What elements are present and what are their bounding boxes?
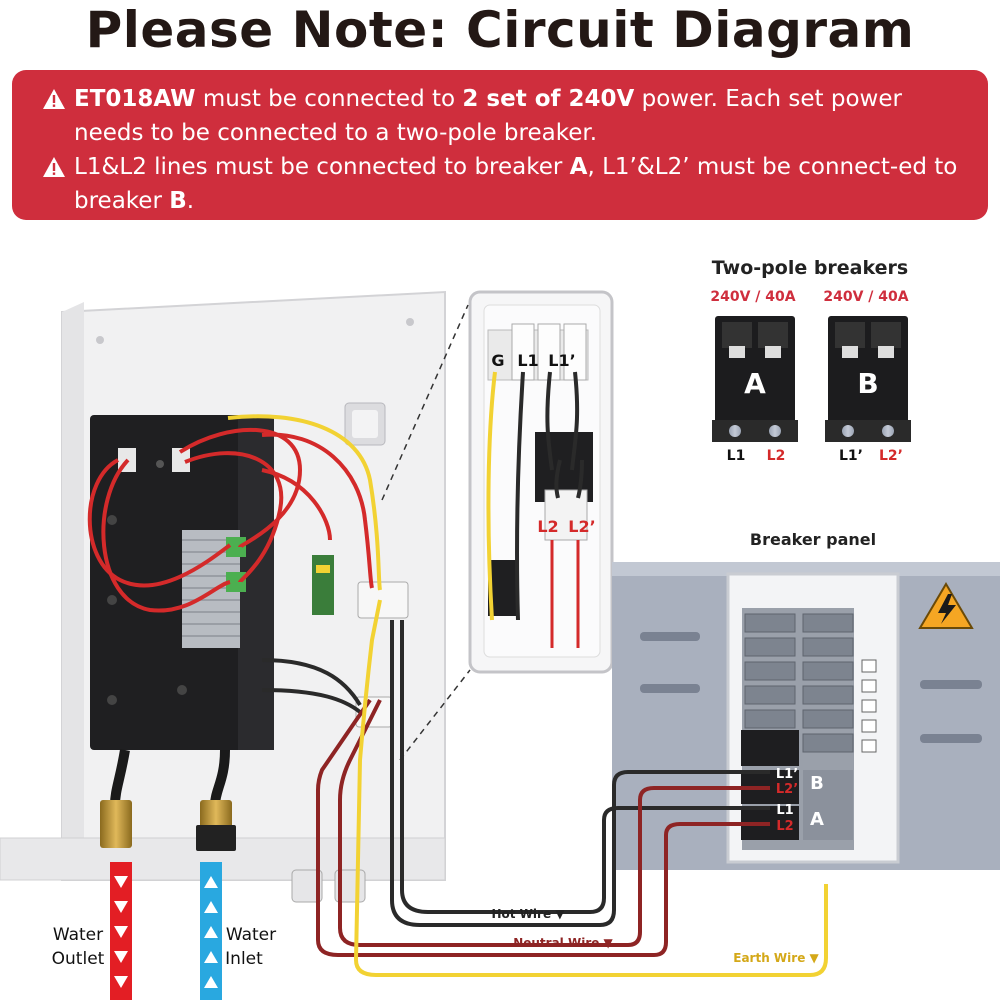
- breaker-b: B: [825, 316, 911, 442]
- power-requirement: 2 set of 240V: [462, 86, 635, 112]
- water-outlet-arrows: [110, 862, 132, 1000]
- control-board: [312, 555, 334, 615]
- terminal-label-l2-prime: L2’: [568, 517, 595, 536]
- terminal-label-l1: L1: [517, 351, 538, 370]
- breaker-a-right-label: L2: [767, 448, 786, 464]
- terminal-zoom-callout: G L1 L1’ L2 L2’: [381, 290, 614, 761]
- breaker-panel-title: Breaker panel: [750, 530, 876, 549]
- internal-wiring: [87, 427, 374, 613]
- terminal-label-l1-prime: L1’: [548, 351, 575, 370]
- external-wiring: [316, 599, 828, 977]
- heating-element: [90, 415, 274, 750]
- breaker-b-right-label: L2’: [879, 448, 903, 464]
- panel-b-bottom-label: L2’: [776, 782, 798, 797]
- breaker-a-letter: A: [744, 367, 766, 400]
- internal-hot-wire: [261, 658, 362, 714]
- warning-icon: [43, 157, 65, 177]
- water-outlet-label: Outlet: [52, 949, 105, 969]
- warning-notice: ET018AW must be connected to 2 set of 24…: [12, 70, 988, 220]
- water-inlet-arrows: [200, 862, 222, 1000]
- breaker-a-ref: A: [569, 154, 588, 180]
- internal-earth-wire: [227, 414, 382, 591]
- warning-icon: [43, 89, 65, 109]
- notice-text: , L1’&L2’ must be connect-ed to breaker: [74, 154, 958, 214]
- notice-text: must be connected to: [195, 86, 463, 112]
- panel-b-letter: B: [810, 773, 824, 794]
- water-outlet-label: Water: [53, 925, 103, 945]
- page-title: Please Note: Circuit Diagram: [85, 1, 915, 59]
- water-inlet-label: Water: [226, 925, 276, 945]
- model-number: ET018AW: [74, 86, 196, 112]
- breaker-a-left-label: L1: [727, 448, 746, 464]
- notice-text: power. Each set power needs to be connec…: [74, 86, 902, 146]
- panel-a-bottom-label: L2: [776, 819, 793, 834]
- notice-text: L1&L2 lines must be connected to breaker: [74, 154, 570, 180]
- breakers-heading: Two-pole breakers: [712, 257, 908, 279]
- wire-connector: [357, 581, 409, 619]
- panel-a-top-label: L1: [776, 803, 793, 818]
- breaker-b-left-label: L1’: [839, 448, 863, 464]
- terminal-label-g: G: [491, 351, 504, 370]
- water-pipes: [100, 749, 236, 851]
- panel-a-letter: A: [810, 809, 824, 830]
- notice-text: .: [186, 188, 195, 214]
- breaker-b-letter: B: [857, 367, 878, 400]
- breaker-b-ref: B: [169, 188, 187, 214]
- earth-wire-label: Earth Wire ▼: [733, 951, 819, 965]
- notice-line-1: ET018AW must be connected to 2 set of 24…: [42, 82, 968, 150]
- breaker-b-rating: 240V / 40A: [823, 289, 908, 305]
- neutral-wire-label: Neutral Wire ▼: [513, 936, 613, 950]
- panel-b-top-label: L1’: [776, 767, 798, 782]
- hot-wire-label: Hot Wire ▼: [491, 907, 565, 921]
- notice-line-2: L1&L2 lines must be connected to breaker…: [42, 150, 968, 218]
- breaker-a-rating: 240V / 40A: [710, 289, 795, 305]
- water-inlet-label: Inlet: [225, 949, 263, 969]
- terminal-label-l2: L2: [537, 517, 558, 536]
- breaker-panel: [612, 562, 1000, 870]
- breaker-a: A: [712, 316, 798, 442]
